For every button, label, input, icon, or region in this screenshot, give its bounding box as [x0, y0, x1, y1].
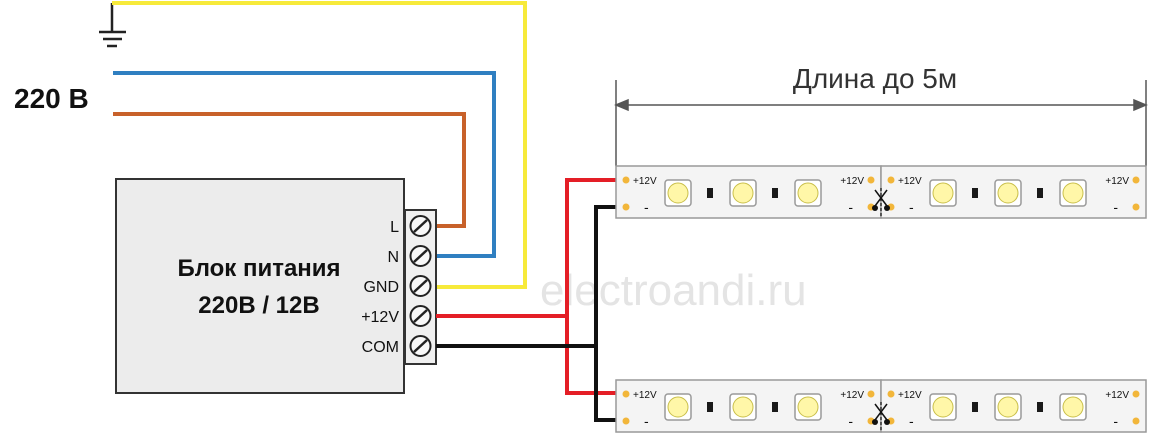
strip-plus-label: +12V	[633, 390, 657, 401]
resistor	[1037, 188, 1043, 198]
resistor	[707, 402, 713, 412]
led-chip	[664, 179, 692, 207]
power-supply	[115, 178, 405, 394]
solder-pad	[1132, 203, 1140, 211]
scissors-icon	[872, 188, 890, 216]
resistor	[972, 188, 978, 198]
psu-title: Блок питания	[177, 255, 340, 282]
strip-segment: +12V - +12V -	[615, 379, 882, 433]
terminal-label: GND	[363, 279, 399, 296]
strip-minus-label: -	[909, 199, 914, 215]
solder-pad	[622, 176, 630, 184]
resistor	[972, 402, 978, 412]
ground-wire	[112, 1, 527, 289]
line-wire	[113, 112, 466, 228]
led-chip	[1059, 393, 1087, 421]
solder-pad	[887, 176, 895, 184]
strip-plus-label: +12V	[1105, 390, 1129, 401]
terminal-gnd: GND	[363, 275, 432, 297]
strip-minus-label: -	[848, 199, 853, 215]
strip-minus-label: -	[644, 413, 649, 429]
terminal-n: N	[387, 245, 432, 267]
strip-minus-label: -	[1113, 199, 1118, 215]
terminal-l: L	[390, 215, 432, 237]
terminal-com: COM	[362, 335, 432, 357]
strip-plus-label: +12V	[898, 390, 922, 401]
led-strip-top: +12V - +12V - +12V - +12V -	[615, 165, 1147, 219]
length-dimension	[614, 80, 1148, 166]
strip-plus-label: +12V	[898, 176, 922, 187]
strip-plus-label: +12V	[1105, 176, 1129, 187]
mains-voltage-label: 220 В	[14, 83, 89, 114]
strip-minus-label: -	[1113, 413, 1118, 429]
strip-segment: +12V - +12V -	[615, 165, 882, 219]
strip-minus-label: -	[644, 199, 649, 215]
solder-pad	[1132, 417, 1140, 425]
ground-icon	[99, 3, 126, 48]
strip-minus-label: -	[848, 413, 853, 429]
strip-plus-label: +12V	[840, 390, 864, 401]
led-chip	[994, 179, 1022, 207]
resistor	[772, 402, 778, 412]
led-chip	[929, 393, 957, 421]
led-chip	[664, 393, 692, 421]
solder-pad	[1132, 390, 1140, 398]
length-label: Длина до 5м	[793, 63, 957, 94]
led-chip	[994, 393, 1022, 421]
strip-minus-label: -	[909, 413, 914, 429]
scissors-icon	[872, 402, 890, 430]
com-bus-wire	[594, 205, 625, 422]
led-chip	[729, 179, 757, 207]
solder-pad	[887, 390, 895, 398]
resistor	[707, 188, 713, 198]
terminal-screws: LN GND +12V COM	[361, 215, 432, 357]
solder-pad	[1132, 176, 1140, 184]
strip-plus-label: +12V	[633, 176, 657, 187]
watermark: electroandi.ru	[540, 266, 807, 315]
led-chip	[794, 179, 822, 207]
strip-segment: +12V - +12V -	[880, 379, 1147, 433]
strip-plus-label: +12V	[840, 176, 864, 187]
led-chip	[929, 179, 957, 207]
neutral-wire	[113, 71, 496, 258]
terminal-label: L	[390, 219, 399, 236]
led-chip	[794, 393, 822, 421]
terminal-label: N	[387, 249, 399, 266]
solder-pad	[622, 417, 630, 425]
terminal-plus12v: +12V	[361, 305, 432, 327]
solder-pad	[622, 390, 630, 398]
terminal-label: +12V	[361, 309, 399, 326]
resistor	[772, 188, 778, 198]
resistor	[1037, 402, 1043, 412]
led-chip	[729, 393, 757, 421]
psu-rating: 220В / 12В	[198, 292, 319, 319]
led-strip-bottom: +12V - +12V - +12V - +12V -	[615, 379, 1147, 433]
strip-segment: +12V - +12V -	[880, 165, 1147, 219]
solder-pad	[867, 176, 875, 184]
solder-pad	[867, 390, 875, 398]
led-chip	[1059, 179, 1087, 207]
terminal-label: COM	[362, 339, 399, 356]
solder-pad	[622, 203, 630, 211]
